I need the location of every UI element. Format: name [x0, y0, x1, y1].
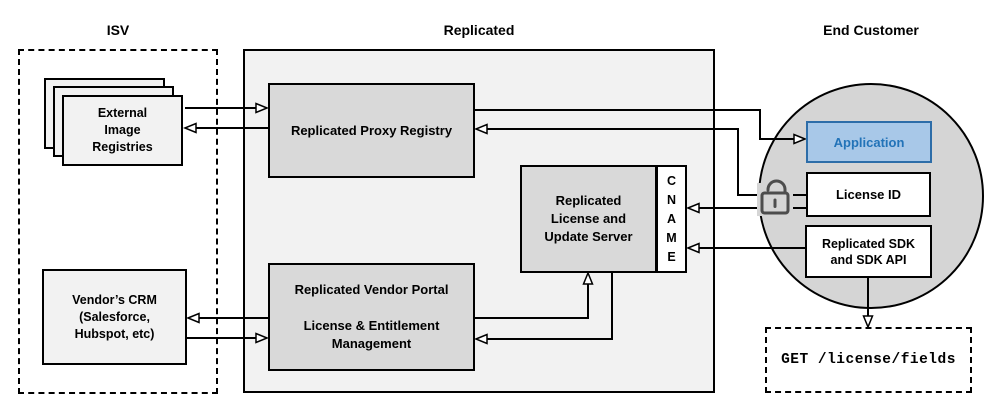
registries-label-line3: Registries: [92, 140, 153, 154]
license-id-label: License ID: [835, 187, 902, 202]
replicated-license-update-server-box: Replicated License and Update Server: [520, 165, 657, 273]
end-customer-section-title: End Customer: [823, 22, 919, 38]
cname-letter: A: [666, 211, 677, 226]
registries-label-line1: External: [97, 106, 148, 120]
cname-letter: C: [666, 173, 677, 188]
cname-letter: M: [666, 230, 677, 245]
replicated-proxy-registry-box: Replicated Proxy Registry: [268, 83, 475, 178]
cname-letter: E: [667, 249, 676, 264]
vendor-portal-label-line2: License & Entitlement: [303, 318, 440, 333]
sdk-label-line1: Replicated SDK: [821, 236, 916, 251]
application-box: Application: [806, 121, 932, 163]
crm-label-line2: (Salesforce,: [79, 309, 150, 324]
replicated-sdk-box: Replicated SDK and SDK API: [805, 225, 932, 278]
proxy-registry-label: Replicated Proxy Registry: [290, 123, 453, 138]
license-server-label-line1: Replicated: [555, 193, 622, 208]
cname-letter: N: [666, 192, 677, 207]
license-server-label-line3: Update Server: [544, 229, 633, 244]
crm-label-line3: Hubspot, etc): [74, 326, 155, 341]
vendors-crm-box: Vendor’s CRM (Salesforce, Hubspot, etc): [42, 269, 187, 365]
isv-group-box: [18, 49, 218, 394]
application-label: Application: [833, 134, 905, 150]
arrowhead: [862, 315, 874, 329]
get-license-fields-label: GET /license/fields: [781, 352, 956, 368]
replicated-section-title: Replicated: [443, 22, 515, 38]
replicated-vendor-portal-box: Replicated Vendor Portal License & Entit…: [268, 263, 475, 371]
cname-box: C N A M E: [656, 165, 687, 273]
sdk-label-line2: and SDK API: [830, 252, 907, 267]
external-image-registries-box: External Image Registries: [62, 95, 183, 166]
registries-label-line2: Image: [104, 123, 141, 137]
license-server-label-line2: License and: [550, 211, 627, 226]
get-license-fields-box: GET /license/fields: [765, 327, 972, 393]
license-id-box: License ID: [806, 172, 931, 217]
isv-section-title: ISV: [106, 22, 130, 38]
vendor-portal-label-line3: Management: [331, 336, 412, 351]
vendor-portal-label-line1: Replicated Vendor Portal: [294, 282, 449, 297]
crm-label-line1: Vendor’s CRM: [72, 292, 157, 307]
